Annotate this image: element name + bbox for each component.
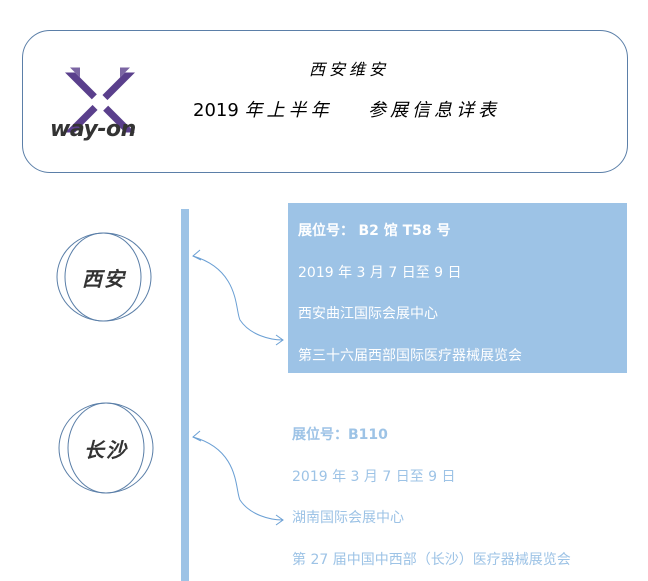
booth-line: 展位号：B110 [292, 424, 388, 444]
venue-line: 湖南国际会展中心 [292, 510, 404, 526]
title-year: 2019 [193, 100, 239, 121]
city-label: 长沙 [84, 438, 128, 462]
city-circle-changsha: 长沙 [60, 402, 152, 494]
booth-label: 展位号： [292, 427, 348, 443]
page-title: 2019 年上半年 参展信息详表 [193, 96, 500, 122]
logo-text: way-on [50, 117, 136, 142]
company-name: 西安维安 [308, 60, 389, 79]
booth-value: B110 [348, 427, 388, 443]
exhibition-card-xian: 展位号： B2 馆 T58 号 2019 年 3 月 7 日至 9 日 西安曲江… [288, 203, 627, 373]
date-line: 2019 年 3 月 7 日至 9 日 [292, 469, 456, 485]
timeline-bar [181, 209, 189, 581]
booth-value: B2 馆 T58 号 [358, 223, 451, 239]
city-label: 西安 [82, 267, 126, 291]
exhibition-card-changsha: 展位号：B110 2019 年 3 月 7 日至 9 日 湖南国际会展中心 第 … [282, 410, 627, 581]
header-panel [22, 30, 628, 173]
title-subtitle: 参展信息详表 [368, 100, 501, 121]
event-line: 第 27 届中国中西部（长沙）医疗器械展览会 [292, 552, 571, 568]
event-line: 第三十六届西部国际医疗器械展览会 [298, 348, 522, 364]
venue-line: 西安曲江国际会展中心 [298, 306, 438, 322]
booth-line: 展位号： B2 馆 T58 号 [298, 220, 451, 240]
date-line: 2019 年 3 月 7 日至 9 日 [298, 265, 462, 281]
title-period: 年上半年 [244, 100, 333, 121]
booth-label: 展位号： [298, 223, 354, 239]
wayon-logo-icon [65, 67, 135, 133]
city-circle-xian: 西安 [58, 231, 150, 323]
